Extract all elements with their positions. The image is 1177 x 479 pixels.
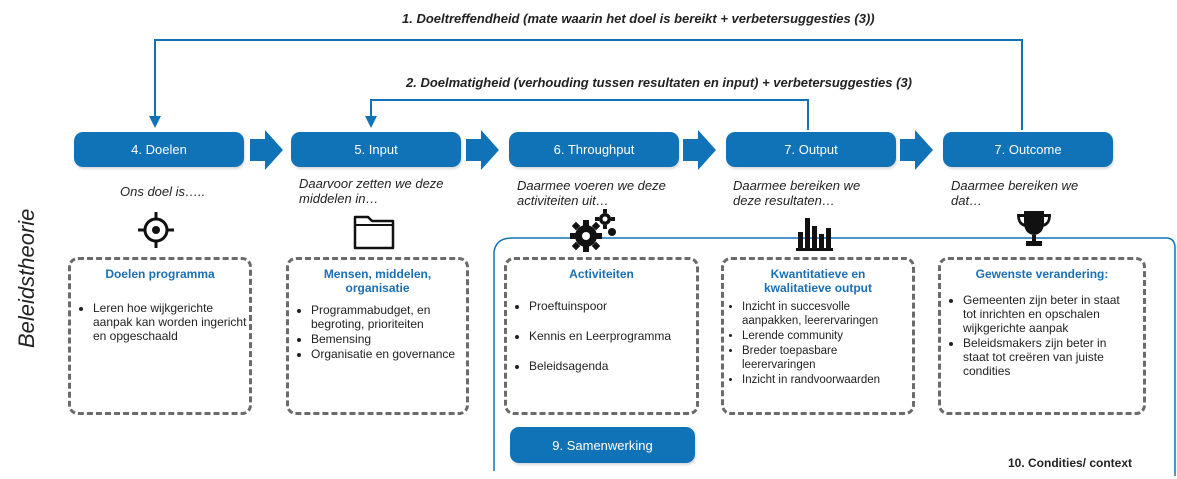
cooperation-pill: 9. Samenwerking [510, 427, 695, 463]
feedback-loop-1-line [154, 39, 1023, 130]
flow-arrow-2 [466, 130, 499, 170]
box-outcome-title: Gewenste verandering: [975, 267, 1109, 281]
list-item: Leren hoe wijkgerichte aanpak kan worden… [93, 301, 249, 343]
stage-output: 7. Output [726, 132, 896, 167]
feedback-loop-2-arrowhead [365, 116, 377, 128]
flow-arrow-1 [250, 130, 283, 170]
feedback-loop-1-arrowhead [149, 116, 161, 128]
list-item: Beleidsagenda [529, 359, 696, 373]
side-title: Beleidstheorie [14, 208, 39, 348]
stage-throughput: 6. Throughput [509, 132, 679, 167]
box-input: Mensen, middelen, organisatie Programmab… [286, 257, 469, 415]
list-item: Organisatie en governance [311, 347, 466, 361]
crosshair-target-icon [138, 212, 174, 248]
box-activities-title: Activiteiten [569, 267, 634, 281]
list-item: Proeftuinspoor [529, 299, 696, 313]
trophy-icon [1017, 211, 1051, 246]
box-output: Kwantitatieve en kwalitatieve output Inz… [721, 257, 915, 415]
box-goals-title: Doelen programma [105, 267, 215, 281]
bar-chart-icon [796, 218, 833, 251]
list-item: Inzicht in randvoorwaarden [742, 373, 912, 387]
feedback-loop-2-line [370, 99, 809, 130]
flow-arrow-3 [683, 130, 716, 170]
flow-arrow-4 [900, 130, 933, 170]
folder-icon [353, 215, 395, 250]
stage-goals: 4. Doelen [74, 132, 244, 167]
list-item: Programmabudget, en begroting, prioritei… [311, 303, 466, 331]
list-item: Breder toepasbare leerervaringen [742, 344, 912, 372]
stage-outcome: 7. Outcome [943, 132, 1113, 167]
list-item: Bemensing [311, 332, 466, 346]
tagline-input: Daarvoor zetten we deze middelen in… [299, 176, 444, 206]
feedback-label-efficiency: 2. Doelmatigheid (verhouding tussen resu… [406, 75, 913, 90]
context-label: 10. Condities/ context [1008, 456, 1133, 470]
box-activities: Activiteiten Proeftuinspoor Kennis en Le… [504, 257, 699, 415]
gears-icon [570, 209, 616, 252]
stage-input: 5. Input [291, 132, 461, 167]
list-item: Inzicht in succesvolle aanpakken, leerer… [742, 300, 912, 328]
list-item: Beleidsmakers zijn beter in staat tot cr… [963, 336, 1127, 378]
tagline-throughput: Daarmee voeren we deze activiteiten uit… [517, 178, 666, 208]
box-input-title: Mensen, middelen, organisatie [323, 267, 432, 295]
tagline-goals: Ons doel is….. [120, 184, 206, 199]
tagline-outcome: Daarmee bereiken we dat… [951, 178, 1079, 208]
feedback-label-effectiveness: 1. Doeltreffendheid (mate waarin het doe… [402, 11, 875, 26]
context-frame [493, 237, 1176, 476]
list-item: Lerende community [742, 329, 912, 343]
tagline-output: Daarmee bereiken we deze resultaten… [733, 178, 861, 208]
list-item: Kennis en Leerprogramma [529, 329, 696, 343]
box-outcome: Gewenste verandering: Gemeenten zijn bet… [938, 257, 1146, 415]
box-output-title: Kwantitatieve en kwalitatieve output [763, 267, 873, 295]
list-item: Gemeenten zijn beter in staat tot inrich… [963, 293, 1127, 335]
box-goals: Doelen programma Leren hoe wijkgerichte … [68, 257, 252, 415]
